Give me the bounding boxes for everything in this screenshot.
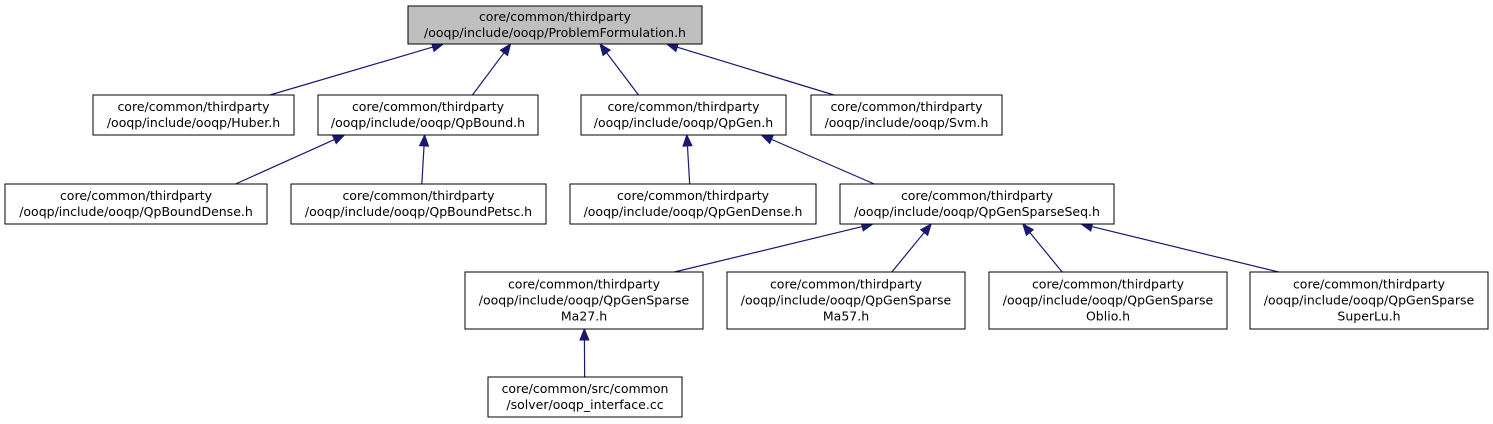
node-qp-gen-sparse-superlu[interactable]: core/common/thirdparty/ooqp/include/ooqp… xyxy=(1249,271,1489,330)
arrow-head-icon xyxy=(499,42,512,57)
node-box xyxy=(290,183,547,225)
node-label-line: core/common/thirdparty xyxy=(117,99,270,114)
node-huber[interactable]: core/common/thirdparty/ooqp/include/ooqp… xyxy=(92,94,295,136)
node-label-line: /ooqp/include/ooqp/QpGenDense.h xyxy=(584,204,803,219)
edge-line xyxy=(235,138,335,185)
node-box xyxy=(464,271,704,330)
edge-line xyxy=(269,46,433,96)
node-label-line: core/common/src/common xyxy=(502,381,669,396)
node-box xyxy=(1249,271,1489,330)
edge-qp-gen-sparse-ma57-to-qp-gen-sparse-seq xyxy=(891,222,932,273)
node-ooqp-interface[interactable]: core/common/src/common/solver/ooqp_inter… xyxy=(487,376,683,418)
node-qp-gen-dense[interactable]: core/common/thirdparty/ooqp/include/ooqp… xyxy=(569,183,817,225)
node-box xyxy=(839,183,1115,225)
node-label-line: core/common/thirdparty xyxy=(770,277,923,292)
node-box xyxy=(317,94,539,136)
node-box xyxy=(407,5,703,45)
edge-qp-gen-to-problem-formulation xyxy=(599,42,640,96)
node-label-line: /ooqp/include/ooqp/Huber.h xyxy=(107,115,280,130)
node-label-line: /ooqp/include/ooqp/QpBoundDense.h xyxy=(19,204,253,219)
node-qp-gen-sparse-oblio[interactable]: core/common/thirdparty/ooqp/include/ooqp… xyxy=(988,271,1228,330)
edge-line xyxy=(677,46,835,96)
edge-svm-to-problem-formulation xyxy=(665,42,835,96)
node-box xyxy=(92,94,295,136)
node-svm[interactable]: core/common/thirdparty/ooqp/include/ooqp… xyxy=(810,94,1003,136)
node-label-line: /ooqp/include/ooqp/Svm.h xyxy=(825,115,989,130)
edge-line xyxy=(686,145,691,185)
node-label-line: Ma57.h xyxy=(823,309,869,324)
edge-line xyxy=(771,138,875,185)
edge-qp-gen-sparse-ma27-to-qp-gen-sparse-seq xyxy=(674,221,875,273)
edge-line xyxy=(421,145,425,185)
arrow-head-icon xyxy=(919,222,932,237)
node-box xyxy=(810,94,1003,136)
arrow-head-icon xyxy=(599,42,612,57)
node-label-line: /ooqp/include/ooqp/QpBoundPetsc.h xyxy=(305,204,532,219)
node-qp-gen-sparse-ma27[interactable]: core/common/thirdparty/ooqp/include/ooqp… xyxy=(464,271,704,330)
node-box xyxy=(487,376,683,418)
node-label-line: core/common/thirdparty xyxy=(1032,277,1185,292)
node-label-line: /ooqp/include/ooqp/QpGenSparse xyxy=(1003,293,1214,308)
node-label-line: core/common/thirdparty xyxy=(479,9,632,24)
edge-qp-gen-sparse-seq-to-qp-gen xyxy=(760,134,875,185)
node-label-line: /solver/ooqp_interface.cc xyxy=(506,397,663,412)
arrow-head-icon xyxy=(579,327,590,341)
node-label-line: core/common/thirdparty xyxy=(607,99,760,114)
arrow-head-icon xyxy=(1022,222,1035,237)
edge-line xyxy=(1029,232,1063,273)
edge-line xyxy=(891,232,925,273)
edge-qp-gen-dense-to-qp-gen xyxy=(682,133,693,185)
node-label-line: core/common/thirdparty xyxy=(617,188,770,203)
arrow-head-icon xyxy=(760,134,775,145)
edge-qp-gen-sparse-oblio-to-qp-gen-sparse-seq xyxy=(1022,222,1063,273)
arrow-head-icon xyxy=(418,133,430,147)
node-box xyxy=(580,94,787,136)
edge-qp-bound-petsc-to-qp-bound xyxy=(418,133,430,185)
nodes-layer: core/common/thirdparty/ooqp/include/ooqp… xyxy=(4,5,1489,418)
node-label-line: core/common/thirdparty xyxy=(60,188,213,203)
node-label-line: /ooqp/include/ooqp/QpGenSparse xyxy=(479,293,690,308)
node-box xyxy=(988,271,1228,330)
node-qp-gen-sparse-ma57[interactable]: core/common/thirdparty/ooqp/include/ooqp… xyxy=(726,271,966,330)
node-label-line: /ooqp/include/ooqp/QpGen.h xyxy=(594,115,773,130)
edge-qp-bound-to-problem-formulation xyxy=(471,42,512,96)
edge-qp-bound-dense-to-qp-bound xyxy=(235,134,346,185)
node-box xyxy=(726,271,966,330)
edge-line xyxy=(606,52,640,96)
node-qp-bound[interactable]: core/common/thirdparty/ooqp/include/ooqp… xyxy=(317,94,539,136)
edge-qp-gen-sparse-superlu-to-qp-gen-sparse-seq xyxy=(1079,221,1279,273)
node-label-line: core/common/thirdparty xyxy=(830,99,983,114)
node-label-line: /ooqp/include/ooqp/QpGenSparse xyxy=(1264,293,1475,308)
node-label-line: /ooqp/include/ooqp/ProblemFormulation.h xyxy=(424,25,686,40)
edge-ooqp-interface-to-qp-gen-sparse-ma27 xyxy=(579,327,590,378)
edges-layer xyxy=(235,42,1279,378)
node-box xyxy=(569,183,817,225)
node-qp-gen-sparse-seq[interactable]: core/common/thirdparty/ooqp/include/ooqp… xyxy=(839,183,1115,225)
node-qp-bound-dense[interactable]: core/common/thirdparty/ooqp/include/ooqp… xyxy=(4,183,268,225)
node-qp-bound-petsc[interactable]: core/common/thirdparty/ooqp/include/ooqp… xyxy=(290,183,547,225)
edge-line xyxy=(674,226,863,273)
node-label-line: SuperLu.h xyxy=(1337,309,1400,324)
node-label-line: core/common/thirdparty xyxy=(342,188,495,203)
node-label-line: /ooqp/include/ooqp/QpGenSparse xyxy=(741,293,952,308)
node-label-line: Oblio.h xyxy=(1086,309,1130,324)
node-label-line: core/common/thirdparty xyxy=(352,99,505,114)
node-label-line: Ma27.h xyxy=(561,309,607,324)
node-box xyxy=(4,183,268,225)
edge-huber-to-problem-formulation xyxy=(269,42,445,96)
edge-line xyxy=(471,52,505,96)
arrow-head-icon xyxy=(682,133,693,147)
node-label-line: core/common/thirdparty xyxy=(901,188,1054,203)
node-label-line: core/common/thirdparty xyxy=(1293,277,1446,292)
edge-line xyxy=(1091,226,1279,273)
node-qp-gen[interactable]: core/common/thirdparty/ooqp/include/ooqp… xyxy=(580,94,787,136)
node-label-line: /ooqp/include/ooqp/QpGenSparseSeq.h xyxy=(854,204,1100,219)
node-problem-formulation[interactable]: core/common/thirdparty/ooqp/include/ooqp… xyxy=(407,5,703,45)
arrow-head-icon xyxy=(331,134,346,145)
node-label-line: /ooqp/include/ooqp/QpBound.h xyxy=(331,115,525,130)
node-label-line: core/common/thirdparty xyxy=(508,277,661,292)
